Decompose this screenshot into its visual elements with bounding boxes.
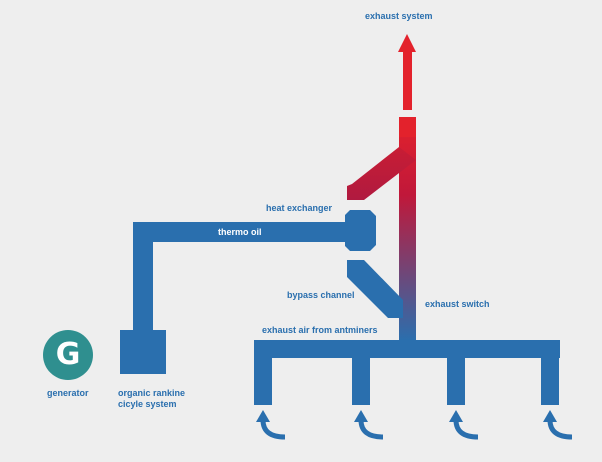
label-exhaust-switch: exhaust switch [425, 299, 490, 309]
bypass-channel-duct [347, 260, 403, 318]
label-heat-exchanger: heat exchanger [266, 203, 333, 213]
exhaust-switch-riser [399, 117, 416, 341]
exhaust-cap [399, 117, 416, 137]
intake-arrow-3-icon [449, 410, 479, 440]
intake-arrow-2-icon [354, 410, 384, 440]
generator-icon [43, 330, 93, 380]
label-exhaust-air: exhaust air from antminers [262, 325, 378, 335]
intake-arrow-4-icon [543, 410, 573, 440]
generator-letter: G [55, 337, 81, 372]
exhaust-outlet-arrow [398, 34, 416, 110]
exchanger-inlet-duct [347, 147, 416, 200]
label-generator: generator [47, 388, 89, 398]
label-orc-line-1: organic rankine [118, 388, 186, 398]
orc-unit [120, 330, 166, 374]
exhaust-manifold [254, 340, 560, 405]
label-orc-line-2: cicyle system [118, 399, 177, 409]
heat-exchanger-unit [345, 210, 376, 251]
label-thermo-oil: thermo oil [218, 227, 262, 237]
label-bypass-channel: bypass channel [287, 290, 355, 300]
label-exhaust-system: exhaust system [365, 11, 433, 21]
thermo-oil-pipe [133, 222, 345, 330]
intake-arrow-1-icon [256, 410, 286, 440]
